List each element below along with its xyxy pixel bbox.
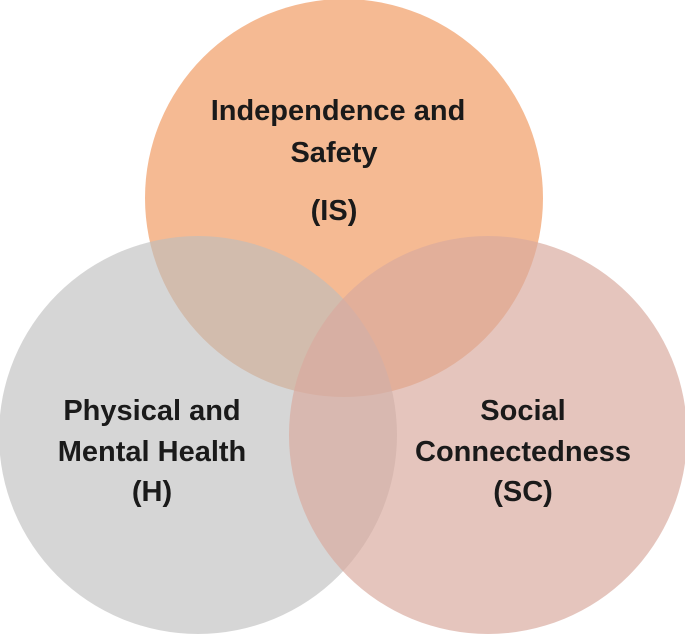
label-h-line-3: (H) [132,476,172,508]
label-independence-safety: Independence and Safety (IS) [211,95,466,227]
circle-social-connectedness [289,236,685,634]
label-sc-line-1: Social [480,395,565,427]
label-is-line-3: (IS) [311,195,358,227]
label-sc-line-3: (SC) [493,476,553,508]
label-h-line-1: Physical and [63,395,240,427]
label-is-line-2: Safety [290,137,377,169]
label-is-line-1: Independence and [211,95,466,127]
label-h-line-2: Mental Health [58,436,247,468]
circle-physical-mental-health [0,236,397,634]
label-social-connectedness: Social Connectedness (SC) [415,395,631,508]
label-sc-line-2: Connectedness [415,436,631,468]
label-physical-mental-health: Physical and Mental Health (H) [58,395,247,508]
